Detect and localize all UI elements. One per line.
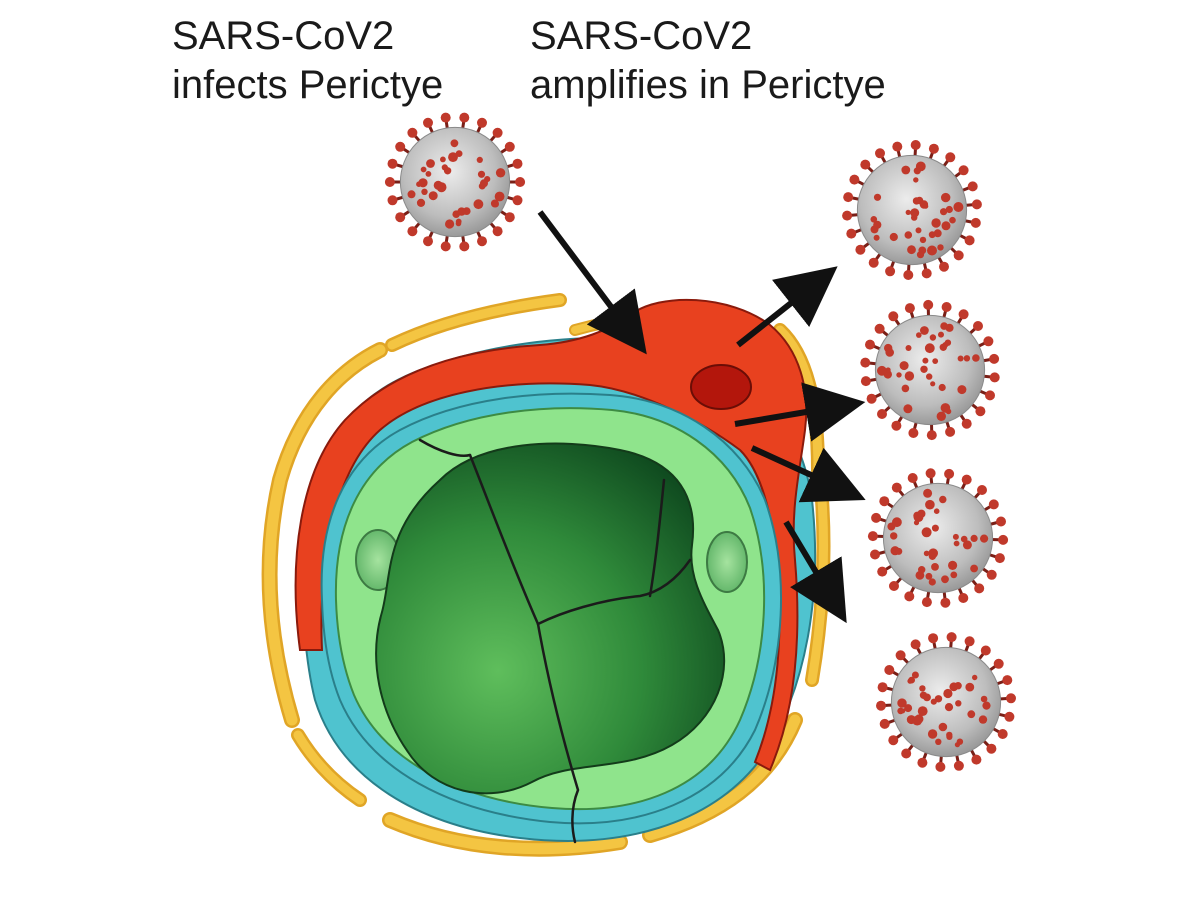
arrow-release-1 bbox=[736, 266, 838, 348]
pericyte bbox=[294, 298, 808, 772]
virus-layer bbox=[384, 112, 1016, 772]
virus-particle-released-1 bbox=[842, 140, 982, 280]
arrows bbox=[537, 210, 866, 624]
caption-infects-line2: infects Perictye bbox=[172, 63, 444, 107]
cell-junctions bbox=[418, 438, 692, 844]
arrow-release-4 bbox=[783, 520, 847, 624]
endothelial-nucleus-right bbox=[706, 531, 748, 593]
virus-particle-released-4 bbox=[876, 632, 1016, 772]
caption-amplifies: SARS-CoV2 amplifies in Perictye bbox=[530, 12, 886, 110]
virus-particle-released-3 bbox=[867, 468, 1009, 608]
arrow-release-3 bbox=[750, 445, 866, 503]
caption-amplifies-line1: SARS-CoV2 bbox=[530, 14, 753, 58]
caption-amplifies-line2: amplifies in Perictye bbox=[530, 63, 886, 107]
virus-particle-released-2 bbox=[860, 299, 1000, 441]
pericyte-nucleus bbox=[690, 364, 752, 410]
virus-particle-infecting bbox=[384, 112, 526, 252]
caption-infects: SARS-CoV2 infects Perictye bbox=[172, 12, 443, 110]
arrow-release-2 bbox=[734, 382, 866, 442]
arrow-infection bbox=[537, 210, 647, 355]
caption-infects-line1: SARS-CoV2 bbox=[172, 14, 395, 58]
